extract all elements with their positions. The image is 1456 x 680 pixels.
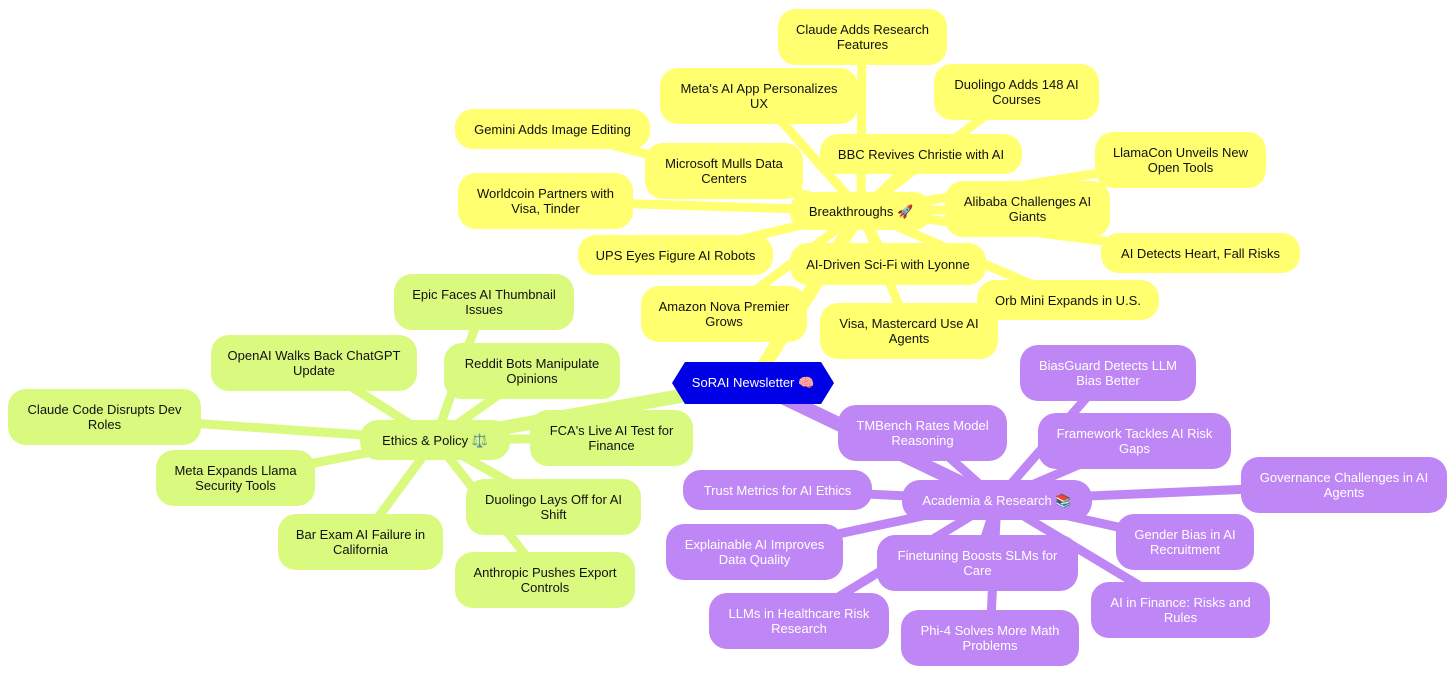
- node-label: Visa, Mastercard Use AI Agents: [839, 316, 979, 346]
- node-label: Alibaba Challenges AI Giants: [963, 194, 1092, 224]
- research-node[interactable]: Phi-4 Solves More Math Problems: [901, 610, 1079, 666]
- node-label: FCA's Live AI Test for Finance: [549, 423, 674, 453]
- breakthrough-node[interactable]: AI Detects Heart, Fall Risks: [1101, 233, 1300, 273]
- node-label: Microsoft Mulls Data Centers: [665, 156, 783, 186]
- root-label: SoRAI Newsletter 🧠: [691, 375, 815, 390]
- node-label: Explainable AI Improves Data Quality: [684, 537, 825, 567]
- branch-label: Ethics & Policy ⚖️: [382, 432, 488, 448]
- node-label: Anthropic Pushes Export Controls: [473, 565, 617, 595]
- breakthrough-node[interactable]: Amazon Nova Premier Grows: [641, 286, 807, 342]
- node-label: UPS Eyes Figure AI Robots: [595, 247, 756, 263]
- breakthroughs-child-edge: [856, 32, 867, 216]
- branch-label: Breakthroughs 🚀: [808, 203, 914, 219]
- node-label: TMBench Rates Model Reasoning: [856, 418, 989, 448]
- breakthrough-node[interactable]: Visa, Mastercard Use AI Agents: [820, 303, 998, 359]
- breakthrough-node[interactable]: Duolingo Adds 148 AI Courses: [934, 64, 1099, 120]
- research-node[interactable]: Explainable AI Improves Data Quality: [666, 524, 843, 580]
- breakthrough-node[interactable]: BBC Revives Christie with AI: [820, 134, 1022, 174]
- breakthrough-node[interactable]: Claude Adds Research Features: [778, 9, 947, 65]
- node-label: Claude Code Disrupts Dev Roles: [27, 402, 182, 432]
- node-label: Duolingo Lays Off for AI Shift: [484, 492, 623, 522]
- breakthrough-node[interactable]: Microsoft Mulls Data Centers: [645, 143, 803, 199]
- node-label: Amazon Nova Premier Grows: [658, 299, 790, 329]
- node-label: LLMs in Healthcare Risk Research: [728, 606, 870, 636]
- breakthrough-node[interactable]: Orb Mini Expands in U.S.: [977, 280, 1159, 320]
- breakthrough-node[interactable]: UPS Eyes Figure AI Robots: [578, 235, 773, 275]
- breakthrough-node[interactable]: Gemini Adds Image Editing: [455, 109, 650, 149]
- node-label: Trust Metrics for AI Ethics: [703, 482, 852, 498]
- node-label: Framework Tackles AI Risk Gaps: [1056, 426, 1213, 456]
- research-node[interactable]: Governance Challenges in AI Agents: [1241, 457, 1447, 513]
- research-node[interactable]: Trust Metrics for AI Ethics: [683, 470, 872, 510]
- ethics-node[interactable]: Reddit Bots Manipulate Opinions: [444, 343, 620, 399]
- node-label: Epic Faces AI Thumbnail Issues: [412, 287, 556, 317]
- node-label: BiasGuard Detects LLM Bias Better: [1038, 358, 1177, 388]
- node-label: Finetuning Boosts SLMs for Care: [897, 548, 1058, 578]
- node-label: OpenAI Walks Back ChatGPT Update: [227, 348, 401, 378]
- node-label: Bar Exam AI Failure in California: [295, 527, 426, 557]
- breakthrough-node[interactable]: Meta's AI App Personalizes UX: [660, 68, 858, 124]
- branch-breakthroughs[interactable]: Breakthroughs 🚀: [790, 192, 932, 230]
- node-label: Gemini Adds Image Editing: [474, 121, 631, 137]
- breakthrough-node[interactable]: AI-Driven Sci-Fi with Lyonne: [790, 243, 986, 285]
- research-node[interactable]: Gender Bias in AI Recruitment: [1116, 514, 1254, 570]
- node-label: Phi-4 Solves More Math Problems: [920, 623, 1060, 653]
- ethics-node[interactable]: Epic Faces AI Thumbnail Issues: [394, 274, 574, 330]
- breakthrough-node[interactable]: Alibaba Challenges AI Giants: [945, 181, 1110, 237]
- research-node[interactable]: Framework Tackles AI Risk Gaps: [1038, 413, 1231, 469]
- ethics-node[interactable]: Anthropic Pushes Export Controls: [455, 552, 635, 608]
- ethics-node[interactable]: OpenAI Walks Back ChatGPT Update: [211, 335, 417, 391]
- branch-ethics-policy[interactable]: Ethics & Policy ⚖️: [360, 420, 510, 460]
- research-node[interactable]: TMBench Rates Model Reasoning: [838, 405, 1007, 461]
- node-label: Worldcoin Partners with Visa, Tinder: [476, 186, 615, 216]
- node-label: Orb Mini Expands in U.S.: [995, 292, 1141, 308]
- node-label: Gender Bias in AI Recruitment: [1134, 527, 1236, 557]
- node-label: Duolingo Adds 148 AI Courses: [954, 77, 1079, 107]
- ethics-node[interactable]: Bar Exam AI Failure in California: [278, 514, 443, 570]
- research-node[interactable]: LLMs in Healthcare Risk Research: [709, 593, 889, 649]
- research-node[interactable]: BiasGuard Detects LLM Bias Better: [1020, 345, 1196, 401]
- node-label: BBC Revives Christie with AI: [837, 146, 1005, 162]
- node-label: Governance Challenges in AI Agents: [1259, 470, 1429, 500]
- node-label: AI in Finance: Risks and Rules: [1110, 595, 1251, 625]
- node-label: Meta Expands Llama Security Tools: [174, 463, 297, 493]
- breakthrough-node[interactable]: LlamaCon Unveils New Open Tools: [1095, 132, 1266, 188]
- root-to-breakthroughs-edge: [746, 204, 868, 390]
- research-node[interactable]: Finetuning Boosts SLMs for Care: [877, 535, 1078, 591]
- node-label: Reddit Bots Manipulate Opinions: [464, 356, 600, 386]
- ethics-node[interactable]: Duolingo Lays Off for AI Shift: [466, 479, 641, 535]
- ethics-node[interactable]: Meta Expands Llama Security Tools: [156, 450, 315, 506]
- node-label: LlamaCon Unveils New Open Tools: [1112, 145, 1249, 175]
- ethics-node[interactable]: Claude Code Disrupts Dev Roles: [8, 389, 201, 445]
- ethics-node[interactable]: FCA's Live AI Test for Finance: [530, 410, 693, 466]
- node-label: Claude Adds Research Features: [796, 22, 929, 52]
- branch-academia-research[interactable]: Academia & Research 📚: [902, 480, 1092, 520]
- node-label: Meta's AI App Personalizes UX: [680, 81, 838, 111]
- root-node[interactable]: SoRAI Newsletter 🧠: [672, 362, 834, 404]
- node-label: AI Detects Heart, Fall Risks: [1121, 245, 1280, 261]
- branch-label: Academia & Research 📚: [922, 492, 1072, 508]
- breakthrough-node[interactable]: Worldcoin Partners with Visa, Tinder: [458, 173, 633, 229]
- node-label: AI-Driven Sci-Fi with Lyonne: [806, 256, 970, 272]
- research-node[interactable]: AI in Finance: Risks and Rules: [1091, 582, 1270, 638]
